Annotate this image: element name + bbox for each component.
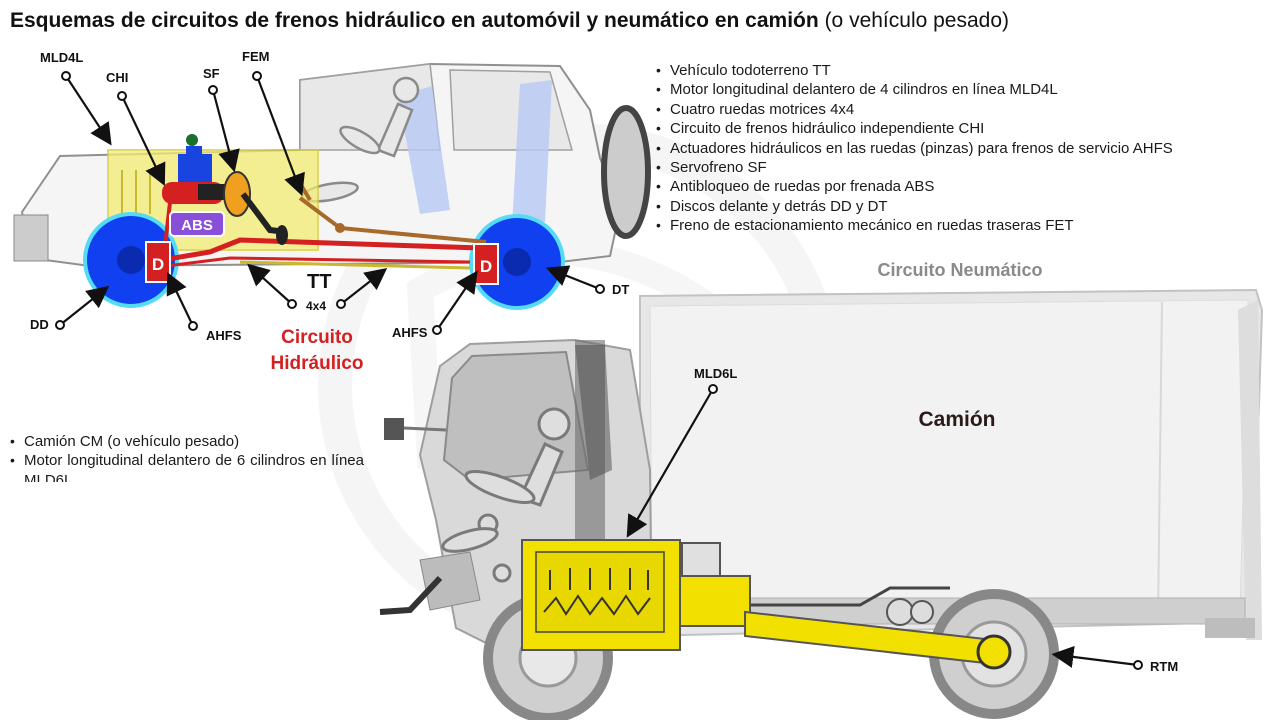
- car-illustration: [13, 62, 651, 310]
- abs-unit: [169, 211, 225, 237]
- arrow-fem: [255, 75, 305, 197]
- label-abs: ABS: [181, 217, 213, 234]
- car-bullet-list: Vehículo todoterreno TT Motor longitudin…: [654, 61, 1173, 236]
- list-item: Camión CM (o vehículo pesado): [8, 432, 364, 452]
- list-item: Motor longitudinal delantero de 6 cilind…: [8, 451, 364, 482]
- label-mld4l: MLD4L: [40, 50, 83, 65]
- truck-illustration: [379, 288, 1264, 720]
- arrow-4x4-left: [247, 263, 293, 305]
- arrow-mld6l: [626, 388, 714, 538]
- list-item: Motor longitudinal delantero de 4 cilind…: [654, 80, 1173, 100]
- arrow-chi: [121, 95, 166, 186]
- label-caliper-rear: D: [480, 257, 492, 276]
- label-camion: Camión: [918, 408, 995, 431]
- list-item: Freno de estacionamiento mecánico en rue…: [654, 216, 1173, 236]
- list-item: Circuito de frenos hidráulico independie…: [654, 119, 1173, 139]
- arrow-dd: [59, 285, 110, 326]
- car-servo-brake: [162, 134, 288, 245]
- truck-bullet-list: Camión CM (o vehículo pesado) Motor long…: [8, 432, 364, 482]
- label-4x4: 4x4: [306, 299, 326, 313]
- label-circuito-hidraulico-1: Circuito: [281, 327, 353, 348]
- arrow-rtm: [1051, 645, 1139, 668]
- list-item: Servofreno SF: [654, 158, 1173, 178]
- label-fem: FEM: [242, 49, 269, 64]
- label-ahfs-rear: AHFS: [392, 325, 428, 340]
- arrow-dt: [545, 265, 601, 291]
- list-item: Discos delante y detrás DD y DT: [654, 197, 1173, 217]
- label-chi: CHI: [106, 70, 128, 85]
- callout-dots: [55, 71, 1143, 670]
- truck-rear-hub: [976, 634, 1012, 670]
- label-circuito-hidraulico-2: Hidráulico: [271, 353, 364, 374]
- list-item: Antibloqueo de ruedas por frenada ABS: [654, 177, 1173, 197]
- label-circuito-neumatico: Circuito Neumático: [877, 260, 1042, 280]
- arrow-4x4-right: [340, 267, 388, 305]
- car-spare-tire: [601, 105, 651, 239]
- driver-mannequin: [441, 407, 571, 583]
- page-title-bold: Esquemas de circuitos de frenos hidráuli…: [10, 9, 819, 32]
- truck-engine-mld6l: [521, 539, 751, 651]
- page-title: Esquemas de circuitos de frenos hidráuli…: [10, 9, 1009, 33]
- arrow-sf: [211, 89, 240, 173]
- label-rtm: RTM: [1150, 659, 1178, 674]
- label-dd: DD: [30, 317, 49, 332]
- list-item: Vehículo todoterreno TT: [654, 61, 1173, 81]
- list-item: Cuatro ruedas motrices 4x4: [654, 100, 1173, 120]
- label-caliper-front: D: [152, 255, 164, 274]
- label-tt: TT: [307, 271, 331, 293]
- label-ahfs-front: AHFS: [206, 328, 242, 343]
- page-title-light: (o vehículo pesado): [824, 9, 1010, 32]
- label-sf: SF: [203, 66, 220, 81]
- label-mld6l: MLD6L: [694, 366, 737, 381]
- callout-arrows: [59, 75, 1139, 668]
- arrow-ahfs-rear: [436, 270, 478, 331]
- arrow-ahfs-front: [166, 272, 194, 327]
- arrow-mld4l: [65, 75, 112, 146]
- list-item: Actuadores hidráulicos en las ruedas (pi…: [654, 139, 1173, 159]
- label-dt: DT: [612, 282, 629, 297]
